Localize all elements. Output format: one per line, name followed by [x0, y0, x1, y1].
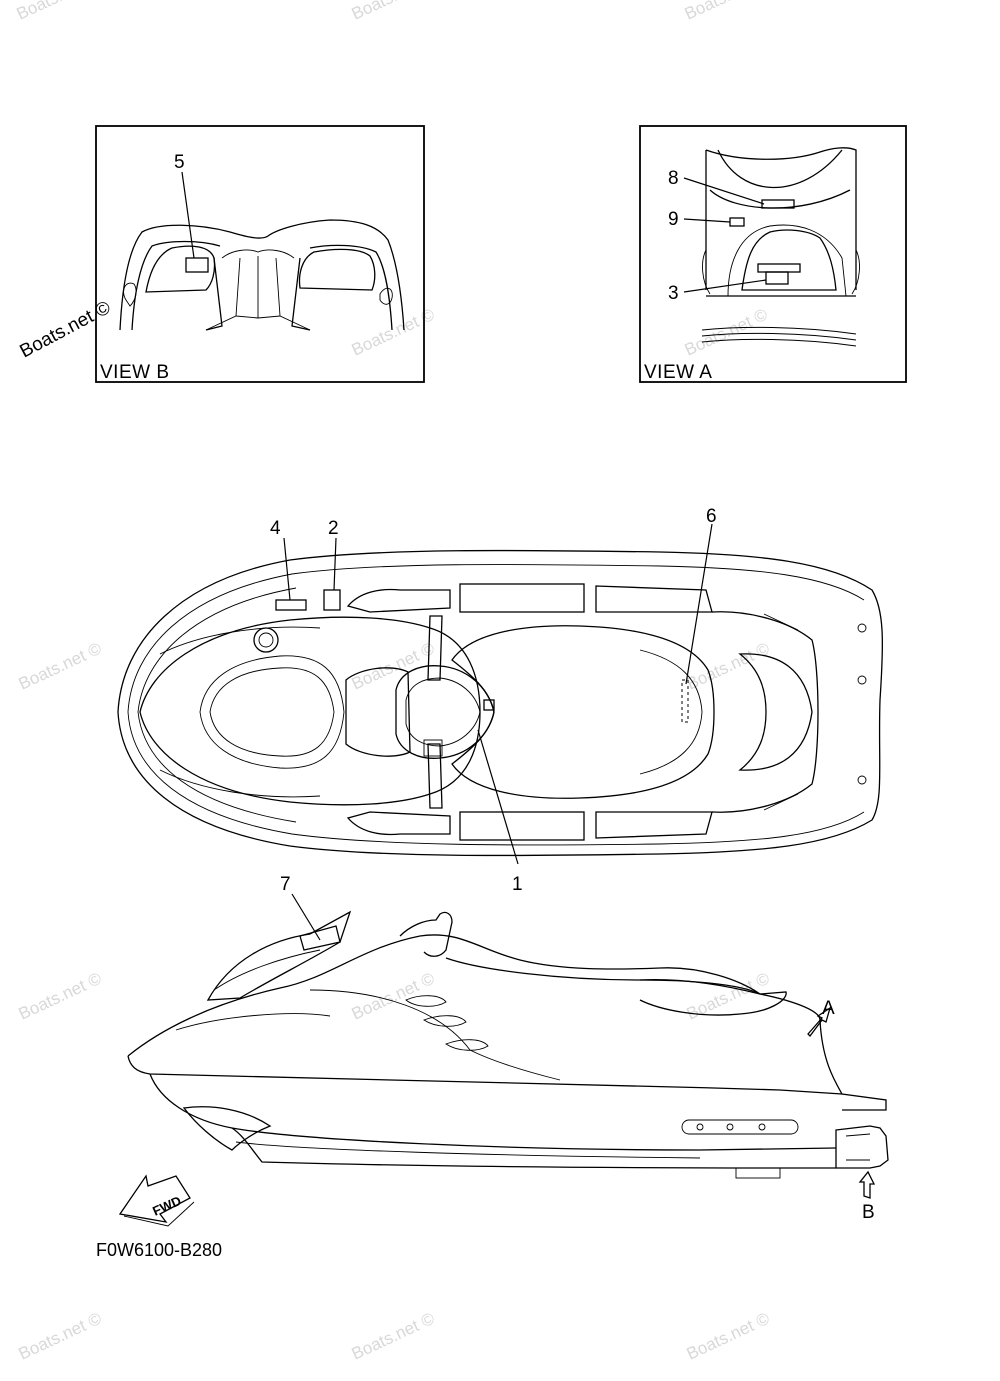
callout-4: 4 — [270, 518, 281, 539]
watermark: Boats.net © — [16, 639, 105, 694]
callout-8: 8 — [668, 168, 679, 189]
label-3-sticker-top — [757, 263, 801, 273]
fuel-cap — [253, 627, 279, 653]
view-b-panel: 5 VIEW B — [95, 125, 425, 383]
watermark: Boats.net © — [14, 0, 103, 24]
mat-top-3 — [595, 585, 713, 613]
leader-9 — [683, 218, 731, 223]
leader-6 — [685, 523, 713, 685]
leader-7 — [291, 893, 321, 941]
front-storage-hatch — [199, 655, 345, 769]
side-vent-3 — [445, 1039, 489, 1051]
leader-5 — [181, 171, 195, 259]
side-view-watercraft: 7 A B — [127, 874, 889, 1223]
side-handlebar — [399, 911, 453, 957]
callout-9: 9 — [668, 209, 679, 230]
view-b-right-pad — [298, 248, 376, 291]
callout-2: 2 — [328, 518, 339, 539]
view-a-step — [741, 229, 837, 291]
stern-platform — [711, 611, 819, 813]
view-b-left-pad — [145, 245, 216, 293]
callout-7: 7 — [280, 874, 291, 895]
fwd-arrow: FWD — [118, 1174, 195, 1227]
watermark: Boats.net © — [684, 1309, 773, 1364]
label-4-sticker — [275, 599, 307, 611]
view-a-panel: 8 9 3 VIEW A — [639, 125, 907, 383]
top-view-watercraft: 4 2 6 1 — [117, 506, 884, 895]
callout-3: 3 — [668, 283, 679, 304]
mat-bottom-3 — [595, 811, 713, 839]
tow-eye-3 — [857, 775, 867, 785]
label-1-sticker — [483, 699, 495, 711]
drawing-code: F0W6100-B280 — [96, 1240, 222, 1260]
view-a-frame — [639, 125, 907, 383]
rub-rail — [681, 1119, 799, 1135]
seat — [451, 625, 715, 799]
label-5-sticker — [185, 257, 209, 273]
label-3-sticker — [765, 271, 789, 285]
watermark-dark: Boats.net © — [16, 297, 114, 362]
callout-1: 1 — [512, 874, 523, 895]
watermark: Boats.net © — [684, 639, 773, 694]
label-6-sticker — [681, 679, 689, 723]
label-2-sticker — [323, 589, 341, 611]
leader-1 — [477, 729, 519, 865]
callout-5: 5 — [174, 152, 185, 173]
watermark: Boats.net © — [349, 1309, 438, 1364]
view-b-frame — [95, 125, 425, 383]
callout-6: 6 — [706, 506, 717, 527]
leader-2 — [333, 537, 337, 591]
leader-8 — [683, 177, 765, 205]
watermark: Boats.net © — [682, 0, 771, 24]
hull-outline — [117, 549, 884, 857]
mat-bottom-1 — [346, 811, 451, 836]
tow-eye-2 — [857, 675, 867, 685]
mat-top-1 — [346, 588, 451, 613]
view-a-arrow — [807, 1006, 832, 1037]
fwd-label: FWD — [150, 1193, 183, 1219]
watermark: Boats.net © — [682, 305, 771, 360]
watermark-layer: Boats.net © Boats.net © Boats.net © Boat… — [14, 0, 773, 1364]
view-b-arrow — [858, 1170, 876, 1199]
front-chine — [182, 1106, 272, 1151]
front-cowling — [206, 910, 352, 1001]
leader-3 — [683, 279, 767, 293]
handlebar-left — [427, 615, 443, 681]
label-9-sticker — [729, 217, 745, 227]
direction-label-b: B — [862, 1202, 875, 1223]
label-7-sticker — [299, 925, 341, 951]
steering-pad — [395, 665, 495, 759]
view-a-stern-outline — [705, 147, 857, 290]
side-hull — [149, 1073, 837, 1151]
handlebar-right — [427, 743, 443, 809]
side-vent-1 — [405, 995, 447, 1007]
tow-eye-1 — [857, 623, 867, 633]
mat-bottom-2 — [459, 811, 585, 841]
watermark: Boats.net © — [16, 969, 105, 1024]
view-a-label: VIEW A — [644, 362, 712, 383]
watermark: Boats.net © — [349, 0, 438, 24]
side-vent-2 — [423, 1015, 467, 1027]
side-seat — [445, 957, 761, 995]
label-8-sticker — [761, 199, 795, 209]
watermark: Boats.net © — [16, 1309, 105, 1364]
jet-nozzle — [835, 1125, 889, 1169]
mat-top-2 — [459, 583, 585, 613]
view-b-deck-outline — [119, 219, 405, 331]
direction-label-a: A — [822, 998, 835, 1019]
leader-4 — [283, 537, 291, 601]
view-b-label: VIEW B — [100, 362, 170, 383]
